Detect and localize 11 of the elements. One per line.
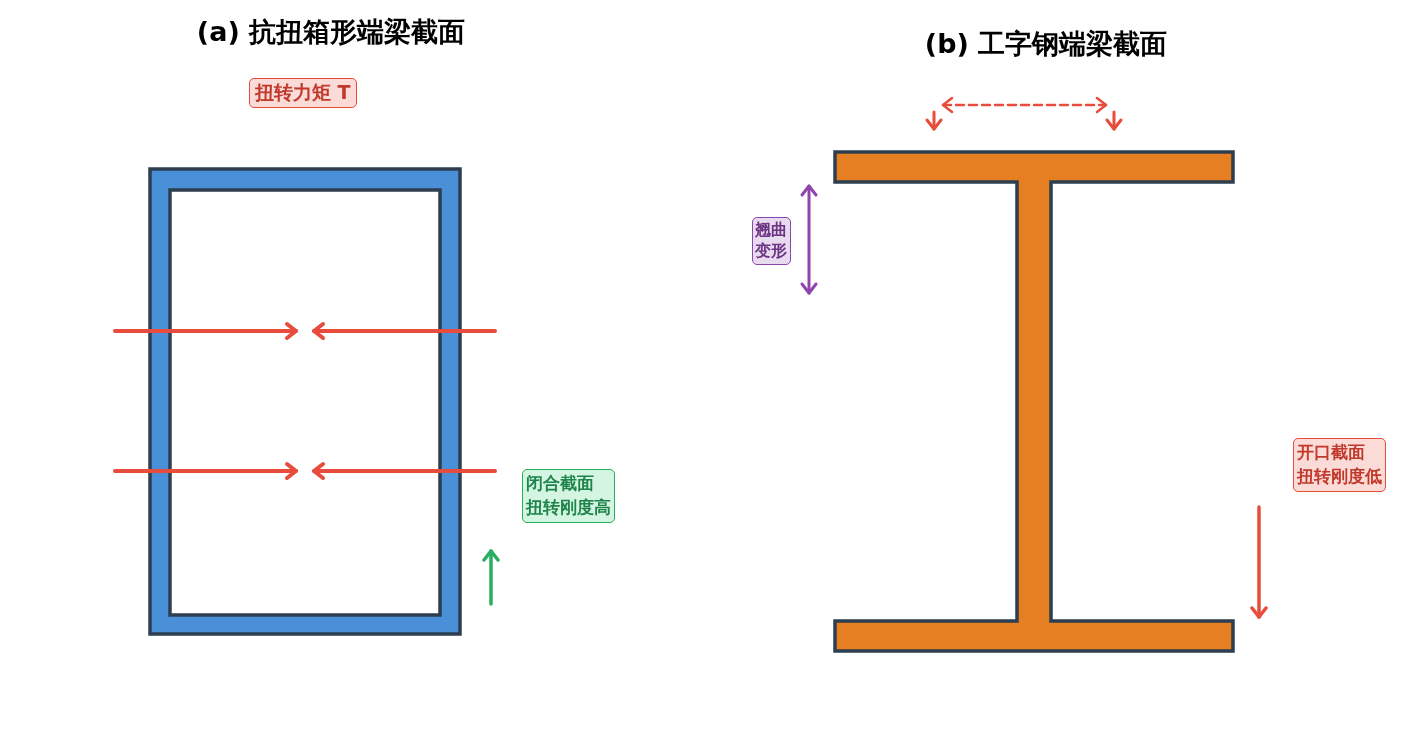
note-callout: [522, 469, 615, 523]
note-callout: [1293, 438, 1386, 492]
callout-text: 翘曲变形: [755, 220, 788, 262]
callout-text: 扭转力矩 T: [255, 81, 351, 105]
panel-heading: (a) 抗扭箱形端梁截面: [196, 15, 466, 49]
callout-text: 扭转刚度低: [1297, 464, 1382, 488]
callout-text: 开口截面: [1297, 441, 1366, 464]
callout-text: 扭转刚度高: [526, 495, 611, 519]
panel-heading: (b) 工字钢端梁截面: [924, 27, 1168, 61]
callout-text: 闭合截面: [526, 472, 595, 495]
torque-callout: [249, 78, 357, 108]
